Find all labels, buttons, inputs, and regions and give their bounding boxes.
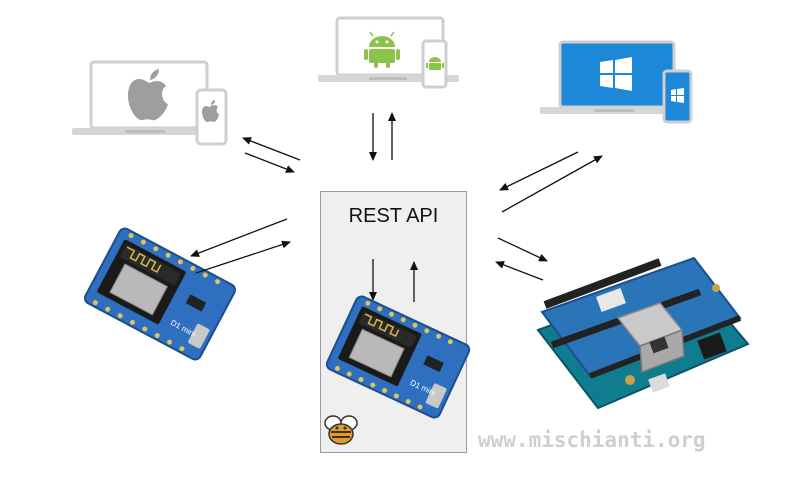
- arrow-esp-left-to-api: [195, 240, 291, 274]
- apple-icon: [128, 69, 168, 121]
- watermark-text: www.mischianti.org: [478, 428, 706, 452]
- windows-icon: [600, 57, 632, 91]
- arrow-api-to-arduino: [497, 237, 548, 262]
- android-laptop-device: [318, 16, 459, 89]
- arrow-windows-to-api: [499, 151, 579, 191]
- rest-api-box: [320, 191, 467, 453]
- android-phone-device: [421, 39, 448, 89]
- arrow-apple-to-api: [244, 152, 295, 173]
- windows-laptop-device: [540, 40, 693, 124]
- android-icon: [364, 31, 400, 68]
- apple-phone-device: [195, 88, 228, 146]
- rest-api-title: REST API: [348, 205, 439, 227]
- arrow-api-to-windows: [501, 155, 603, 213]
- arrow-arduino-to-api: [495, 261, 544, 281]
- arduino-ethernet-shield: [536, 256, 750, 410]
- ethernet-jack: [616, 302, 685, 374]
- windows-phone-device: [662, 69, 693, 124]
- arrow-api-to-apple: [242, 137, 301, 161]
- apple-laptop-device: [72, 60, 228, 146]
- arrow-api-to-esp-left: [190, 218, 288, 257]
- esp8266-board-left: D1 mini: [84, 227, 236, 361]
